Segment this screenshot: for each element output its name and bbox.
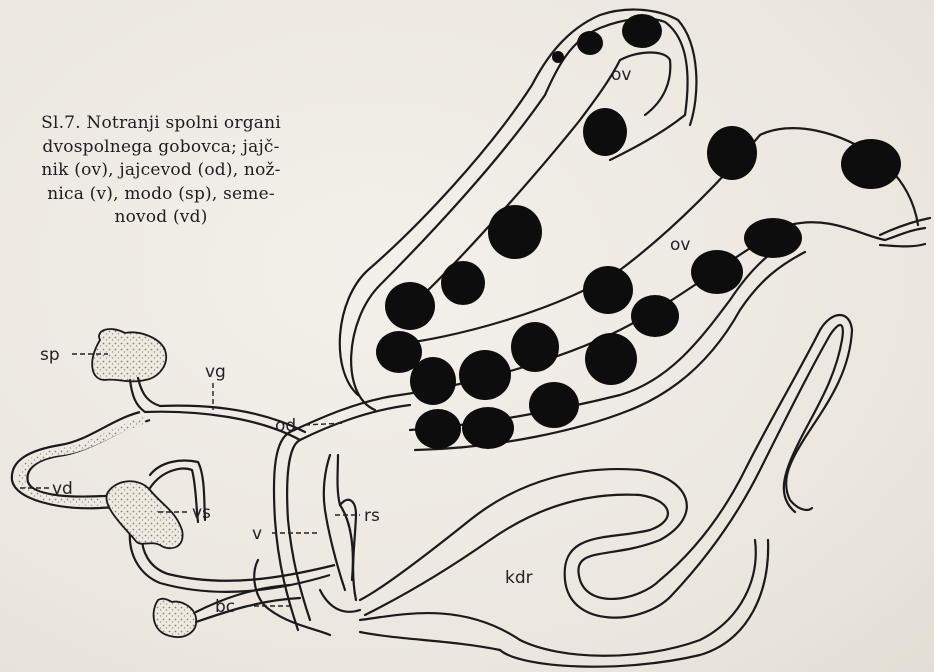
vagina-and-receptaculum (320, 455, 360, 612)
label-ov-upper: ov (611, 65, 631, 85)
label-vd: vd (52, 479, 73, 499)
label-vg: vg (205, 362, 226, 382)
label-v: v (252, 524, 262, 544)
label-od: od (275, 416, 296, 436)
label-rs: rs (364, 506, 380, 526)
seminal-vesicle-vs (106, 461, 205, 549)
label-sp: sp (40, 345, 60, 365)
label-bc: bc (215, 597, 235, 617)
label-kdr: kdr (505, 568, 533, 588)
label-ov-lower: ov (670, 235, 690, 255)
label-vs: vs (192, 503, 211, 523)
testis-sp (92, 329, 166, 381)
ovary-eggs (376, 14, 901, 449)
